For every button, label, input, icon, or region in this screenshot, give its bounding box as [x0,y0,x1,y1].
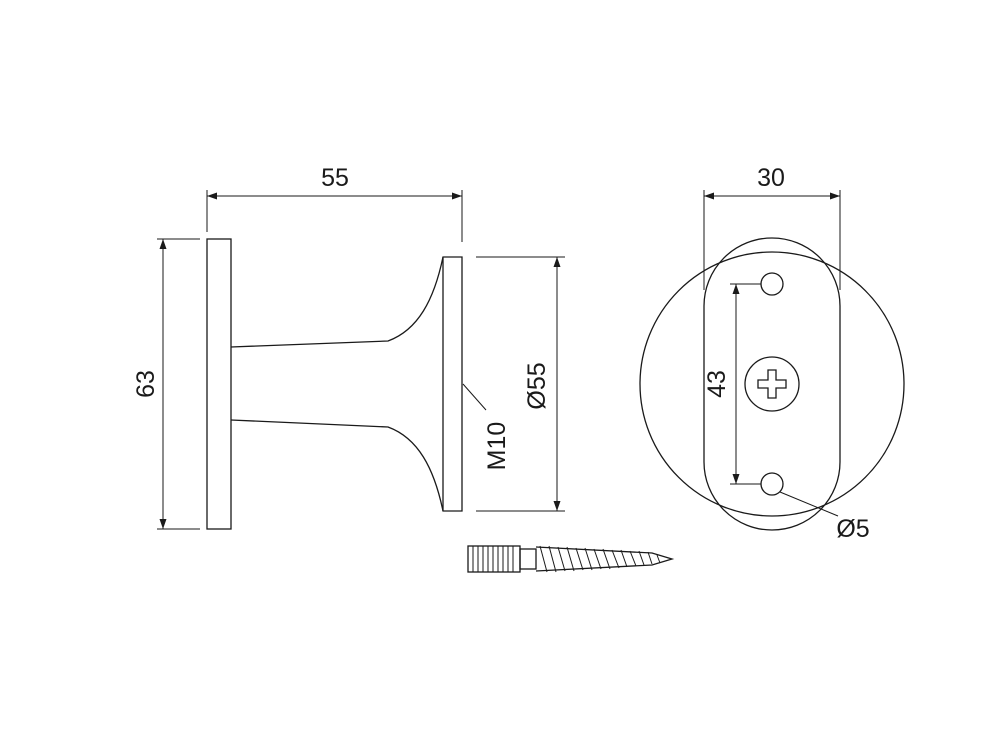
dimension-label-55: 55 [321,164,349,192]
dimension-diameter: Ø55 [476,256,565,512]
dimension-label-30: 30 [757,164,785,192]
thread-label: M10 [483,422,511,471]
dimension-label-43: 43 [703,370,731,398]
mounting-plate [703,237,841,531]
knob-circle [639,251,905,517]
hole-diameter-callout: Ø5 [779,491,870,543]
screw-hole-bottom [760,472,784,496]
front-view: 30 43 Ø5 [639,164,905,543]
thread-callout: M10 [462,383,511,471]
dimension-rosette-width: 30 [703,164,841,290]
screw-hole-top [760,272,784,296]
dimension-height: 63 [132,238,200,530]
hanger-bolt-icon [467,545,675,573]
dimension-label-diameter-5: Ø5 [836,515,869,543]
dimension-hole-spacing: 43 [703,283,761,485]
knob-profile [230,256,463,512]
dimension-width: 55 [206,164,463,242]
wall-plate [206,238,232,530]
phillips-screw-head-icon [744,356,800,412]
dimension-label-63: 63 [132,370,160,398]
side-view: 55 63 Ø55 M10 [132,164,565,530]
dimension-label-diameter-55: Ø55 [523,362,551,409]
